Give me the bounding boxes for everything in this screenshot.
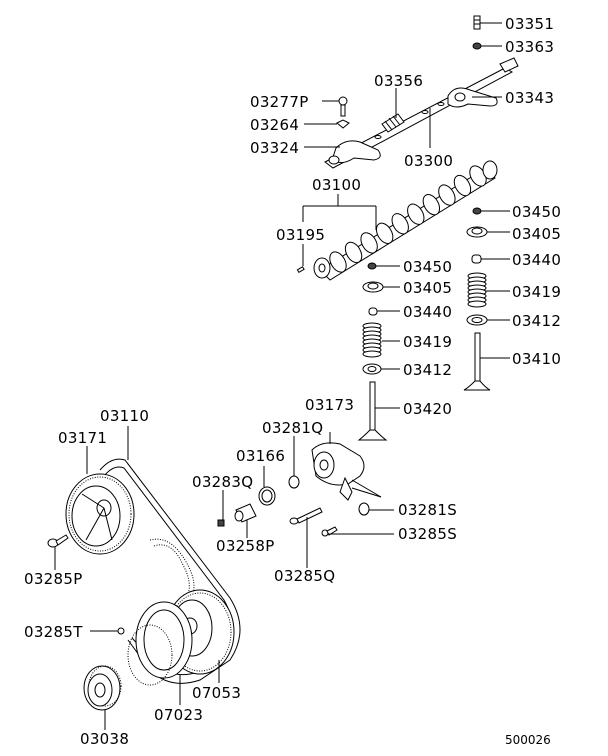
cam-lobe [438, 184, 456, 206]
cam-lobe [453, 174, 472, 197]
left-valve-stack [357, 262, 400, 441]
bolt-03285Q-drawing [289, 507, 323, 525]
cam-lobe [360, 232, 378, 254]
plate-07023-drawing [127, 601, 193, 686]
spacer-03258P-drawing [234, 503, 257, 523]
bolt-03285P-drawing [47, 534, 69, 548]
label-03343[interactable]: 03343 [505, 89, 554, 107]
label-03100[interactable]: 03100 [312, 176, 361, 194]
bolt-03285T-drawing [117, 627, 125, 635]
bolt-03285S-drawing [321, 526, 338, 537]
label-03419-left[interactable]: 03419 [403, 333, 452, 351]
label-03110[interactable]: 03110 [100, 407, 149, 425]
spring-03166-drawing [258, 486, 276, 506]
label-03277P[interactable]: 03277P [250, 93, 309, 111]
nut-03283Q-drawing [217, 519, 225, 527]
label-03412-right[interactable]: 03412 [512, 312, 561, 330]
label-03281S[interactable]: 03281S [398, 501, 457, 519]
spring-coil [467, 300, 487, 308]
label-03450-left[interactable]: 03450 [403, 258, 452, 276]
diagram-reference-code: 500026 [505, 733, 551, 747]
camshaft-drawing [313, 160, 498, 281]
nut-03363-drawing [472, 42, 502, 50]
tensioner-03173-drawing [311, 442, 365, 501]
cam-lobe [391, 213, 409, 235]
label-03300[interactable]: 03300 [404, 152, 453, 170]
spring-coil [362, 350, 382, 358]
label-03166[interactable]: 03166 [236, 447, 285, 465]
label-03419-right[interactable]: 03419 [512, 283, 561, 301]
label-03283Q[interactable]: 03283Q [192, 473, 253, 491]
label-03440-left[interactable]: 03440 [403, 303, 452, 321]
label-03285P[interactable]: 03285P [24, 570, 83, 588]
label-03405-left[interactable]: 03405 [403, 279, 452, 297]
label-03356[interactable]: 03356 [374, 72, 423, 90]
label-07053[interactable]: 07053 [192, 684, 241, 702]
label-03285T[interactable]: 03285T [24, 623, 83, 641]
label-03412-left[interactable]: 03412 [403, 361, 452, 379]
label-07023[interactable]: 07023 [154, 706, 203, 724]
label-03351[interactable]: 03351 [505, 15, 554, 33]
label-03405-right[interactable]: 03405 [512, 225, 561, 243]
cam-lobe [329, 251, 347, 273]
cam-lobe [344, 241, 363, 264]
rocker-shaft-drawing [324, 57, 519, 169]
cam-lobe [375, 222, 394, 244]
label-03258P[interactable]: 03258P [216, 537, 275, 555]
cam-lobe [422, 194, 441, 216]
cam-lobe [407, 203, 425, 225]
cam-sprocket-03171-drawing [65, 473, 135, 555]
label-03410[interactable]: 03410 [512, 350, 561, 368]
label-03440-right[interactable]: 03440 [512, 251, 561, 269]
label-03281Q[interactable]: 03281Q [262, 419, 323, 437]
label-03173[interactable]: 03173 [305, 396, 354, 414]
label-03324[interactable]: 03324 [250, 139, 299, 157]
washer-03281Q-drawing [288, 475, 300, 489]
bolt-03277P-drawing [338, 96, 348, 117]
label-03038[interactable]: 03038 [80, 730, 129, 748]
bolt-03351-drawing [473, 15, 502, 30]
washer-03281S-drawing [358, 502, 370, 516]
washer-03264-drawing [336, 119, 350, 129]
crank-gear-03038-drawing [83, 665, 122, 711]
label-03420[interactable]: 03420 [403, 400, 452, 418]
label-03285S[interactable]: 03285S [398, 525, 457, 543]
right-valve-stack [463, 207, 510, 391]
label-03195[interactable]: 03195 [276, 226, 325, 244]
label-03450-right[interactable]: 03450 [512, 203, 561, 221]
label-03171[interactable]: 03171 [58, 429, 107, 447]
label-03285Q[interactable]: 03285Q [274, 567, 335, 585]
label-03363[interactable]: 03363 [505, 38, 554, 56]
label-03264[interactable]: 03264 [250, 116, 299, 134]
